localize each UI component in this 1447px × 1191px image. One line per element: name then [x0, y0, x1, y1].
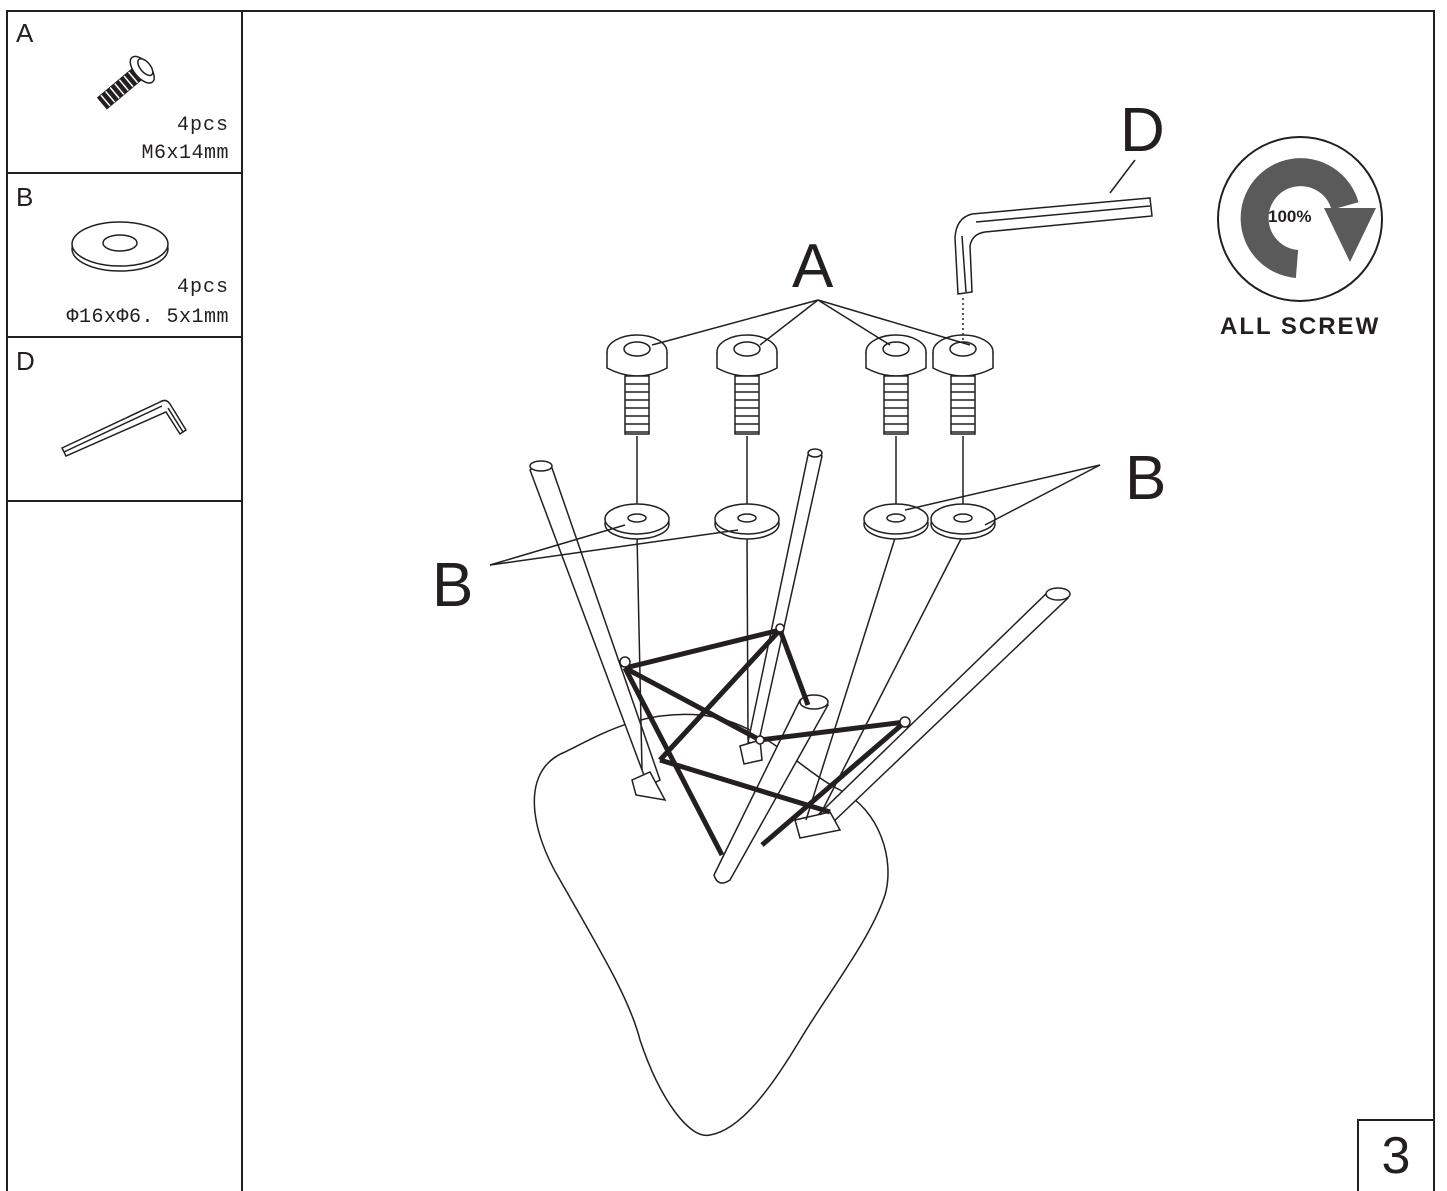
parts-sidebar: A 4pcs M6x14mm B — [6, 10, 243, 1191]
wrench-callout: D — [1120, 96, 1165, 165]
wire-base-rod — [759, 719, 906, 743]
chair-leg — [816, 587, 1071, 827]
part-a-spec: M6x14mm — [141, 142, 229, 165]
part-d-letter: D — [16, 346, 35, 376]
wire-base-rod — [659, 757, 831, 815]
screw-part — [932, 334, 994, 435]
page-frame — [6, 10, 1435, 1191]
screw-icon — [96, 55, 155, 110]
part-b-letter: B — [16, 182, 34, 212]
screw-callout: A — [792, 232, 834, 301]
allen-key-part — [954, 197, 1153, 295]
leg-bracket — [739, 739, 763, 765]
part-b-spec: Φ16xΦ6. 5x1mm — [66, 306, 229, 329]
wire-base-rod — [624, 627, 781, 671]
washer-callout-right: B — [1125, 444, 1167, 513]
assembly-diagram: 100% — [489, 136, 1383, 1137]
leg-bracket — [631, 771, 667, 802]
all-screw-label: ALL SCREW — [1220, 313, 1381, 340]
part-a-letter: A — [16, 18, 34, 48]
part-a-quantity: 4pcs — [176, 114, 229, 137]
step-number: 3 — [1357, 1119, 1435, 1191]
washer-callout-left: B — [432, 551, 474, 620]
part-b-quantity: 4pcs — [176, 276, 229, 299]
chair-leg — [529, 460, 661, 788]
part-a-cell: A 4pcs M6x14mm — [6, 10, 241, 174]
washer-part — [930, 503, 996, 540]
wire-base-rod — [623, 665, 762, 743]
washer-part — [863, 503, 929, 540]
washer-icon — [71, 221, 169, 272]
allen-key-icon — [60, 399, 188, 457]
screw-part — [606, 334, 668, 435]
washer-part — [604, 503, 670, 540]
chair-leg — [747, 448, 823, 746]
tighten-percent: 100% — [1268, 207, 1311, 226]
screw-part — [716, 334, 778, 435]
part-b-cell: B 4pcs Φ16xΦ6. 5x1mm — [6, 174, 241, 338]
wire-base-rod — [658, 628, 782, 762]
wire-base-rod — [760, 720, 907, 847]
part-d-cell: D — [6, 338, 241, 502]
washer-part — [714, 503, 780, 540]
wire-base-rod — [777, 629, 811, 706]
tighten-icon — [1217, 136, 1383, 302]
screw-part — [865, 334, 927, 435]
